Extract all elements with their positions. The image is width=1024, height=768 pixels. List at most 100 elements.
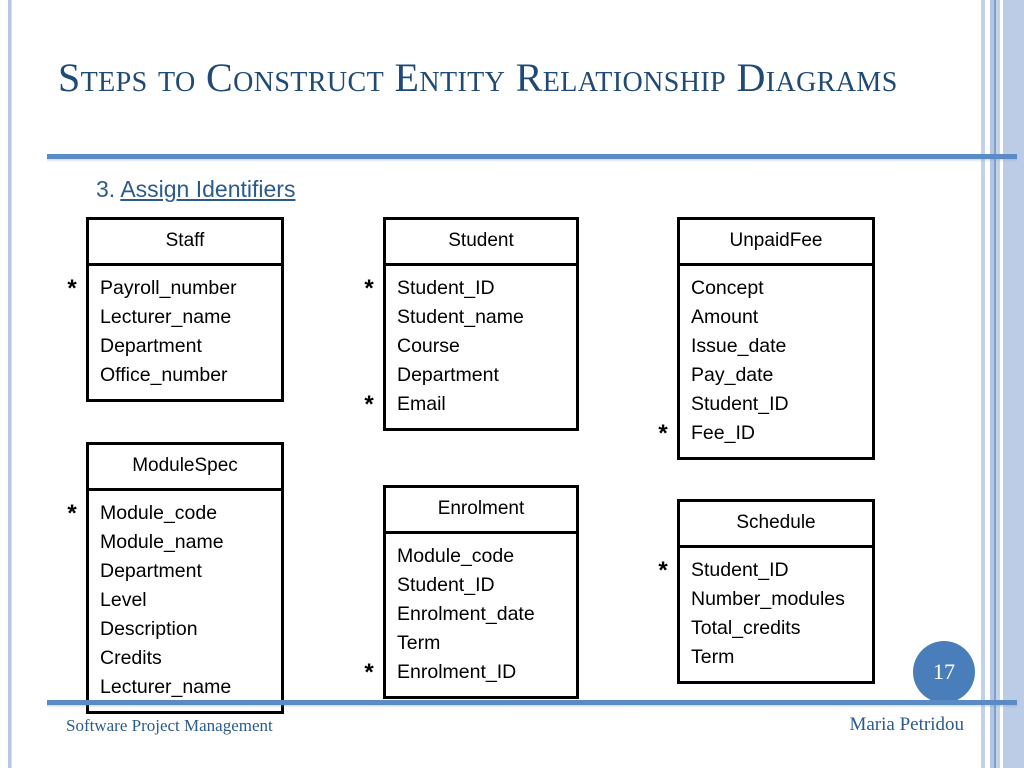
attribute-label: Student_name xyxy=(397,306,524,328)
entity-attribute: Amount xyxy=(680,303,872,332)
entity-attribute: Description xyxy=(89,615,281,644)
identifier-asterisk-icon: * xyxy=(67,275,77,302)
attribute-label: Course xyxy=(397,335,460,357)
identifier-asterisk-icon: * xyxy=(364,391,374,418)
attribute-label: Total_credits xyxy=(691,617,801,639)
title-divider-rule xyxy=(47,154,1017,159)
entity-name: Staff xyxy=(89,220,281,266)
attribute-label: Module_code xyxy=(100,502,218,524)
page-number-badge: 17 xyxy=(913,641,975,703)
attribute-label: Concept xyxy=(691,277,764,299)
entity-attribute: * Fee_ID xyxy=(658,419,872,448)
entity-attribute: Department xyxy=(89,332,281,361)
entity-attribute: Module_name xyxy=(89,528,281,557)
right-edge-stripe-4 xyxy=(994,0,996,768)
entity-attribute: * Payroll_number xyxy=(67,274,281,303)
entity-name: Student xyxy=(386,220,576,266)
entity-attribute: Credits xyxy=(89,644,281,673)
step-number: 3. xyxy=(96,176,121,202)
attribute-label: Payroll_number xyxy=(100,277,237,299)
entity-attribute: Module_code xyxy=(386,542,576,571)
attribute-label: Student_ID xyxy=(691,393,789,415)
attribute-label: Department xyxy=(100,335,202,357)
attribute-label: Lecturer_name xyxy=(100,306,232,328)
entity-attribute: Pay_date xyxy=(680,361,872,390)
entity-attribute: *Email xyxy=(364,390,576,419)
entity-attribute: Lecturer_name xyxy=(89,303,281,332)
attribute-label: Office_number xyxy=(100,364,228,386)
entity-attribute: Total_credits xyxy=(680,614,872,643)
attribute-label: Module_code xyxy=(397,545,515,567)
page-title: Steps to Construct Entity Relationship D… xyxy=(58,55,898,100)
entity-attribute: Concept xyxy=(680,274,872,303)
entity-name: UnpaidFee xyxy=(680,220,872,266)
attribute-label: Lecturer_name xyxy=(100,676,232,698)
attribute-label: Pay_date xyxy=(691,364,774,386)
step-label-link[interactable]: Assign Identifiers xyxy=(120,176,296,202)
entity-attribute: * Enrolment_ID xyxy=(364,658,576,687)
right-edge-stripe-1 xyxy=(981,0,985,768)
entity-name: Enrolment xyxy=(386,488,576,534)
entity-name: Schedule xyxy=(680,502,872,548)
entity-attribute: * Module_code xyxy=(67,499,281,528)
right-edge-stripe-7 xyxy=(1003,0,1024,768)
attribute-label: Enrolment_ID xyxy=(397,661,517,683)
entity-attribute: Enrolment_date xyxy=(386,600,576,629)
entity-attribute: Course xyxy=(386,332,576,361)
footer-divider-rule xyxy=(47,700,1017,705)
attribute-label: Enrolment_date xyxy=(397,603,535,625)
attribute-label: Department xyxy=(397,364,499,386)
entity-attribute: Student_name xyxy=(386,303,576,332)
entity-attribute: Office_number xyxy=(89,361,281,390)
identifier-asterisk-icon: * xyxy=(658,420,668,447)
entity-attribute: * Student_ID xyxy=(658,556,872,585)
entity-attribute: Level xyxy=(89,586,281,615)
identifier-asterisk-icon: * xyxy=(364,659,374,686)
entity-attribute: Student_ID xyxy=(386,571,576,600)
entity-attribute: Number_modules xyxy=(680,585,872,614)
attribute-label: Fee_ID xyxy=(691,422,755,444)
entity-attribute: Term xyxy=(386,629,576,658)
entity-attribute: Term xyxy=(680,643,872,672)
entity-attribute: Issue_date xyxy=(680,332,872,361)
right-edge-stripe-6 xyxy=(1000,0,1003,768)
attribute-label: Student_ID xyxy=(397,277,495,299)
title-divider-shadow xyxy=(47,159,1017,162)
identifier-asterisk-icon: * xyxy=(364,275,374,302)
entity-attribute: Department xyxy=(386,361,576,390)
entity-attribute: Lecturer_name xyxy=(89,673,281,702)
attribute-label: Term xyxy=(397,632,441,654)
attribute-label: Credits xyxy=(100,647,162,669)
attribute-label: Student_ID xyxy=(397,574,495,596)
entity-attribute: Department xyxy=(89,557,281,586)
attribute-label: Number_modules xyxy=(691,588,845,610)
identifier-asterisk-icon: * xyxy=(67,500,77,527)
right-edge-stripe-2 xyxy=(985,0,990,768)
entity-name: ModuleSpec xyxy=(89,445,281,491)
footer-course-name: Software Project Management xyxy=(66,716,273,735)
identifier-asterisk-icon: * xyxy=(658,557,668,584)
attribute-label: Description xyxy=(100,618,198,640)
attribute-label: Module_name xyxy=(100,531,224,553)
right-edge-stripe-5 xyxy=(996,0,1000,768)
attribute-label: Issue_date xyxy=(691,335,787,357)
attribute-label: Student_ID xyxy=(691,559,789,581)
entity-attribute: Student_ID xyxy=(680,390,872,419)
attribute-label: Level xyxy=(100,589,147,611)
attribute-label: Department xyxy=(100,560,202,582)
attribute-label: Term xyxy=(691,646,735,668)
right-edge-stripe-3 xyxy=(990,0,994,768)
left-edge-stripe-inner xyxy=(11,0,12,768)
